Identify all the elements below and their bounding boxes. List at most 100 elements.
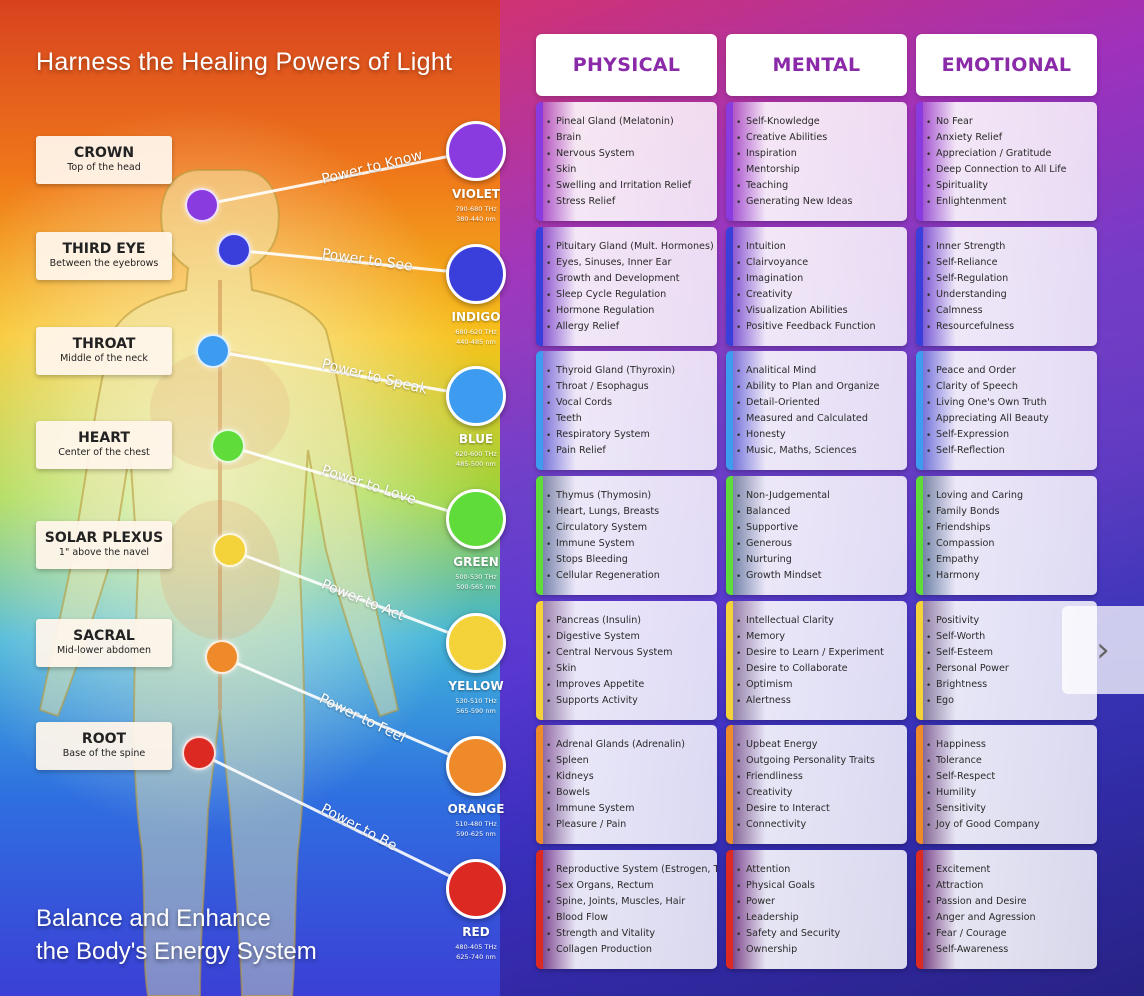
benefit-list: Thymus (Thymosin)Heart, Lungs, BreastsCi… xyxy=(536,476,717,585)
chakra-name: THROAT xyxy=(72,336,136,352)
list-item: Deep Connection to All Life xyxy=(926,162,1091,179)
color-name: BLUE xyxy=(458,432,494,446)
benefit-list: Inner StrengthSelf-RelianceSelf-Regulati… xyxy=(916,227,1097,336)
cell-throat-emotional: Peace and OrderClarity of SpeechLiving O… xyxy=(916,351,1097,470)
chevron-right-icon: › xyxy=(1096,630,1110,670)
list-item: Imagination xyxy=(736,271,901,288)
color-stripe xyxy=(536,351,543,470)
chakra-dot-crown xyxy=(185,188,219,222)
color-circle-red xyxy=(446,859,506,919)
list-item: Appreciating All Beauty xyxy=(926,411,1091,428)
list-item: Respiratory System xyxy=(546,427,711,444)
wavelength-nm: 590-625 nm xyxy=(456,830,496,838)
benefit-list: Thyroid Gland (Thyroxin)Throat / Esophag… xyxy=(536,351,717,460)
wavelength-nm: 485-500 nm xyxy=(456,460,496,468)
list-item: Teeth xyxy=(546,411,711,428)
chakra-dot-heart xyxy=(211,429,245,463)
color-circle-green xyxy=(446,489,506,549)
list-item: Alertness xyxy=(736,693,901,710)
list-item: Honesty xyxy=(736,427,901,444)
color-name: YELLOW xyxy=(448,679,504,693)
benefit-list: AttentionPhysical GoalsPowerLeadershipSa… xyxy=(726,850,907,959)
color-frequency: 790-680 THz 380-440 nm xyxy=(431,204,521,224)
list-item: Self-Regulation xyxy=(926,271,1091,288)
cell-sacral-physical: Adrenal Glands (Adrenalin)SpleenKidneysB… xyxy=(536,725,717,844)
list-item: Peace and Order xyxy=(926,363,1091,380)
wavelength-nm: 380-440 nm xyxy=(456,215,496,223)
list-item: Desire to Interact xyxy=(736,801,901,818)
frequency-thz: 790-680 THz xyxy=(455,205,497,213)
list-item: Cellular Regeneration xyxy=(546,568,711,585)
list-item: Anxiety Relief xyxy=(926,130,1091,147)
list-item: Nervous System xyxy=(546,146,711,163)
color-stripe xyxy=(726,102,733,221)
benefit-list: Reproductive System (Estrogen, Testoster… xyxy=(536,850,717,959)
next-slide-button[interactable]: › xyxy=(1062,606,1144,694)
list-item: Eyes, Sinuses, Inner Ear xyxy=(546,255,711,272)
benefit-list: Analitical MindAbility to Plan and Organ… xyxy=(726,351,907,460)
list-item: Immune System xyxy=(546,536,711,553)
list-item: Upbeat Energy xyxy=(736,737,901,754)
list-item: Spirituality xyxy=(926,178,1091,195)
color-stripe xyxy=(916,476,923,595)
list-item: Clairvoyance xyxy=(736,255,901,272)
list-item: Visualization Abilities xyxy=(736,303,901,320)
list-item: Brain xyxy=(546,130,711,147)
list-item: Ability to Plan and Organize xyxy=(736,379,901,396)
cell-crown-mental: Self-KnowledgeCreative AbilitiesInspirat… xyxy=(726,102,907,221)
list-item: Pain Relief xyxy=(546,443,711,460)
color-name: RED xyxy=(462,925,490,939)
list-item: Music, Maths, Sciences xyxy=(736,443,901,460)
chakra-dot-solar-plexus xyxy=(213,533,247,567)
list-item: Physical Goals xyxy=(736,878,901,895)
cell-third-eye-emotional: Inner StrengthSelf-RelianceSelf-Regulati… xyxy=(916,227,1097,346)
list-item: Resourcefulness xyxy=(926,319,1091,336)
list-item: Creativity xyxy=(736,287,901,304)
list-item: Central Nervous System xyxy=(546,645,711,662)
color-circle-violet xyxy=(446,121,506,181)
chakra-name: SACRAL xyxy=(73,628,135,644)
list-item: Hormone Regulation xyxy=(546,303,711,320)
list-item: Intuition xyxy=(736,239,901,256)
list-item: Anger and Agression xyxy=(926,910,1091,927)
list-item: Balanced xyxy=(736,504,901,521)
list-item: Circulatory System xyxy=(546,520,711,537)
list-item: Sleep Cycle Regulation xyxy=(546,287,711,304)
list-item: Self-Worth xyxy=(926,629,1091,646)
list-item: Ego xyxy=(926,693,1091,710)
color-stripe xyxy=(916,227,923,346)
color-stripe xyxy=(536,850,543,969)
footline: Balance and Enhance the Body's Energy Sy… xyxy=(36,902,317,968)
list-item: Intellectual Clarity xyxy=(736,613,901,630)
list-item: Pineal Gland (Melatonin) xyxy=(546,114,711,131)
chakra-location: Mid-lower abdomen xyxy=(56,645,152,656)
list-item: Skin xyxy=(546,661,711,678)
list-item: Creativity xyxy=(736,785,901,802)
wavelength-nm: 625-740 nm xyxy=(456,953,496,961)
color-name: ORANGE xyxy=(447,802,505,816)
list-item: Immune System xyxy=(546,801,711,818)
list-item: Bowels xyxy=(546,785,711,802)
list-item: Appreciation / Gratitude xyxy=(926,146,1091,163)
list-item: Pituitary Gland (Mult. Hormones) xyxy=(546,239,714,256)
list-item: Throat / Esophagus xyxy=(546,379,711,396)
cell-crown-emotional: No FearAnxiety ReliefAppreciation / Grat… xyxy=(916,102,1097,221)
cell-root-physical: Reproductive System (Estrogen, Testoster… xyxy=(536,850,717,969)
color-stripe xyxy=(536,725,543,844)
list-item: Desire to Collaborate xyxy=(736,661,901,678)
frequency-thz: 500-530 THz xyxy=(455,573,497,581)
list-item: Blood Flow xyxy=(546,910,711,927)
list-item: Pleasure / Pain xyxy=(546,817,711,834)
color-circle-orange xyxy=(446,736,506,796)
list-item: Self-Reliance xyxy=(926,255,1091,272)
list-item: Attraction xyxy=(926,878,1091,895)
color-stripe xyxy=(726,351,733,470)
list-item: Self-Knowledge xyxy=(736,114,901,131)
list-item: Analitical Mind xyxy=(736,363,901,380)
